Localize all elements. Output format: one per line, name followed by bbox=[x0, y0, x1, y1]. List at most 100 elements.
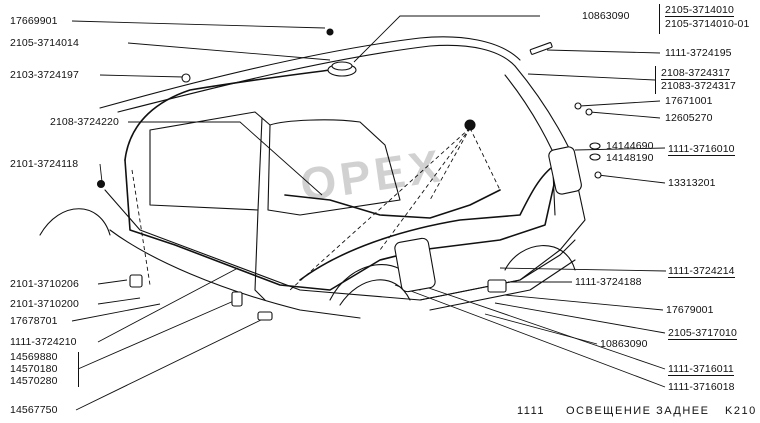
footer-model: 1111 bbox=[517, 405, 546, 417]
label-1111-3724210: 1111-3724210 bbox=[10, 336, 77, 348]
rear-wheel-arch-inner bbox=[339, 279, 411, 306]
label-2101-3710200: 2101-3710200 bbox=[10, 298, 79, 310]
leader-14570180 bbox=[77, 299, 237, 370]
leader-17669901 bbox=[71, 20, 326, 29]
label-1111-3724195: 1111-3724195 bbox=[665, 47, 732, 59]
label-2105-3714010-01: 2105-3714010-01 bbox=[665, 18, 750, 30]
label-2105-3714014: 2105-3714014 bbox=[10, 37, 79, 49]
leader-2108-3724317 bbox=[527, 73, 656, 81]
label-2105-3714010: 2105-3714010 bbox=[665, 4, 734, 17]
roof-inner-line bbox=[117, 44, 516, 113]
leader-17679001 bbox=[504, 294, 664, 311]
label-17669901: 17669901 bbox=[10, 15, 58, 27]
label-12605270: 12605270 bbox=[665, 112, 713, 124]
grommet-roof bbox=[181, 73, 191, 83]
rear-bumper bbox=[419, 239, 576, 301]
leader-dashed-5 bbox=[131, 169, 151, 286]
tail-lamp-left bbox=[394, 237, 436, 293]
nut-14144690 bbox=[589, 142, 601, 150]
leader-2101-3710206 bbox=[97, 279, 128, 285]
label-13313201: 13313201 bbox=[668, 177, 716, 189]
clip-17671001 bbox=[574, 102, 582, 110]
leader-2103-3724197 bbox=[99, 74, 185, 78]
harness-roof bbox=[124, 69, 331, 161]
leader-1111-3716011 bbox=[419, 284, 666, 370]
leader-1111-3716018 bbox=[394, 284, 666, 388]
clip-12605270 bbox=[585, 108, 593, 116]
label-17678701: 17678701 bbox=[10, 315, 58, 327]
license-lamp bbox=[487, 279, 507, 293]
screw-13313201 bbox=[594, 171, 602, 179]
leader-dashed-3 bbox=[379, 127, 471, 251]
label-2108-3724220: 2108-3724220 bbox=[50, 116, 119, 128]
label-10863090-top: 10863090 bbox=[582, 10, 630, 22]
leader-17671001 bbox=[579, 100, 661, 107]
connector-small bbox=[231, 291, 243, 307]
leader-2105-3717010 bbox=[494, 302, 666, 334]
nut-14148190 bbox=[589, 153, 601, 161]
leader-13313201 bbox=[597, 174, 666, 184]
b-pillar bbox=[261, 117, 271, 126]
leader-12605270 bbox=[589, 111, 661, 119]
box-2108-3724317 bbox=[655, 66, 756, 94]
leader-1111-3716010 bbox=[574, 147, 666, 151]
label-2101-3724118: 2101-3724118 bbox=[10, 158, 79, 170]
label-1111-3716010: 1111-3716010 bbox=[668, 143, 735, 156]
leader-dashed-2 bbox=[469, 127, 501, 191]
body-lower-line bbox=[109, 229, 361, 319]
label-1111-3724188: 1111-3724188 bbox=[575, 276, 642, 288]
label-2108-3724317: 2108-3724317 bbox=[661, 67, 730, 80]
dome-lamp-base bbox=[331, 61, 353, 71]
harness-rear bbox=[299, 164, 556, 281]
front-wheel bbox=[39, 208, 111, 236]
label-14148190: 14148190 bbox=[606, 152, 654, 164]
leader-1111-3724210 bbox=[97, 267, 239, 343]
harness-center bbox=[284, 189, 501, 219]
tail-lamp-right bbox=[548, 146, 582, 195]
bolt-1111-3724195 bbox=[529, 42, 553, 55]
label-17671001: 17671001 bbox=[665, 95, 713, 107]
clip-17669901 bbox=[326, 28, 334, 36]
label-2101-3710206: 2101-3710206 bbox=[10, 278, 79, 290]
rear-bumper-lower bbox=[429, 259, 576, 311]
label-1111-3716018: 1111-3716018 bbox=[668, 381, 735, 393]
label-2103-3724197: 2103-3724197 bbox=[10, 69, 79, 81]
leader-2101-3710200 bbox=[97, 297, 141, 305]
label-10863090-bot: 10863090 bbox=[600, 338, 648, 350]
grommet-side bbox=[96, 179, 106, 189]
leader-1111-3724195 bbox=[546, 49, 661, 54]
label-1111-3724214: 1111-3724214 bbox=[668, 265, 735, 278]
leader-17678701 bbox=[71, 303, 161, 322]
hatch-glass bbox=[504, 74, 556, 216]
leader-10863090-top bbox=[353, 15, 540, 63]
label-2105-3717010: 2105-3717010 bbox=[668, 327, 737, 340]
label-14144690: 14144690 bbox=[606, 140, 654, 152]
bracket-1457 bbox=[74, 352, 79, 387]
label-14570280: 14570280 bbox=[10, 375, 58, 387]
leader-2108-3724220 bbox=[128, 121, 323, 196]
box-2105-3714010 bbox=[659, 4, 756, 34]
door-line bbox=[254, 209, 266, 301]
label-14570180: 14570180 bbox=[10, 363, 58, 375]
label-17679001: 17679001 bbox=[666, 304, 714, 316]
leader-14567750 bbox=[75, 317, 266, 411]
connector-switch bbox=[129, 274, 143, 288]
label-21083-3724317: 21083-3724317 bbox=[661, 80, 736, 92]
footer-title: ОСВЕЩЕНИЕ ЗАДНЕЕ bbox=[566, 405, 710, 417]
leader-1111-3724214 bbox=[499, 267, 667, 272]
label-14567750: 14567750 bbox=[10, 404, 58, 416]
rear-side-window bbox=[267, 119, 401, 216]
leader-2105-3714014 bbox=[127, 42, 331, 61]
footer-code: K210 bbox=[725, 405, 757, 417]
harness-side bbox=[124, 159, 561, 291]
leader-dashed-4 bbox=[289, 127, 471, 291]
body-beltline bbox=[104, 189, 561, 301]
rear-wheel bbox=[504, 245, 576, 271]
label-14569880: 14569880 bbox=[10, 351, 58, 363]
leader-2101-3724118 bbox=[99, 163, 103, 183]
bulb-holder bbox=[257, 311, 273, 321]
label-1111-3716011: 1111-3716011 bbox=[668, 363, 734, 376]
harness-connector-top bbox=[464, 119, 476, 131]
